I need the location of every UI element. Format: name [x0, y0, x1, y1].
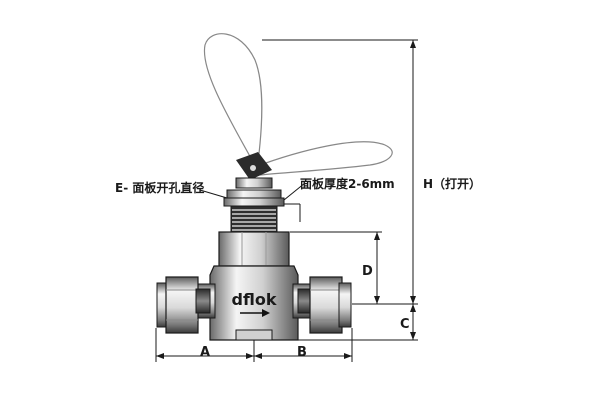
dim-b-label: B	[297, 345, 307, 360]
height-open-label: H（打开）	[423, 176, 481, 191]
bonnet	[218, 177, 290, 267]
panel-hole-label: E- 面板开孔直径	[115, 180, 204, 195]
dim-d-label: D	[362, 264, 373, 279]
handle-hub	[236, 152, 272, 180]
dimension-arrowheads	[156, 40, 416, 359]
brand-label: dflok	[232, 290, 277, 309]
flow-arrow-icon	[240, 309, 270, 317]
handle-ghost	[203, 33, 393, 176]
right-fitting	[297, 276, 352, 334]
dim-a-label: A	[200, 345, 210, 360]
panel-thickness-label: 面板厚度2-6mm	[300, 176, 395, 191]
left-fitting	[156, 276, 211, 334]
dim-c-label: C	[400, 317, 410, 332]
